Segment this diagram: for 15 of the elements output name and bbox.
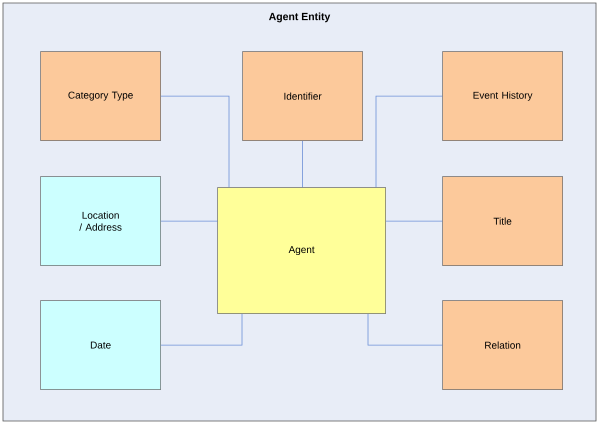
connector-line xyxy=(160,220,218,222)
attribute-box: Location / Address xyxy=(40,176,161,266)
agent-box: Agent xyxy=(217,187,386,314)
connector-line xyxy=(160,314,242,346)
attribute-box: Title xyxy=(442,176,563,266)
connector-line xyxy=(368,314,443,346)
connector-line xyxy=(160,96,230,188)
attribute-box: Relation xyxy=(442,300,563,390)
attribute-box: Identifier xyxy=(242,51,363,141)
connector-line xyxy=(302,140,303,188)
attribute-box: Category Type xyxy=(40,51,161,141)
connector-line xyxy=(386,220,443,222)
attribute-box: Event History xyxy=(442,51,563,141)
connector-line xyxy=(376,96,443,188)
attribute-box: Date xyxy=(40,300,161,390)
